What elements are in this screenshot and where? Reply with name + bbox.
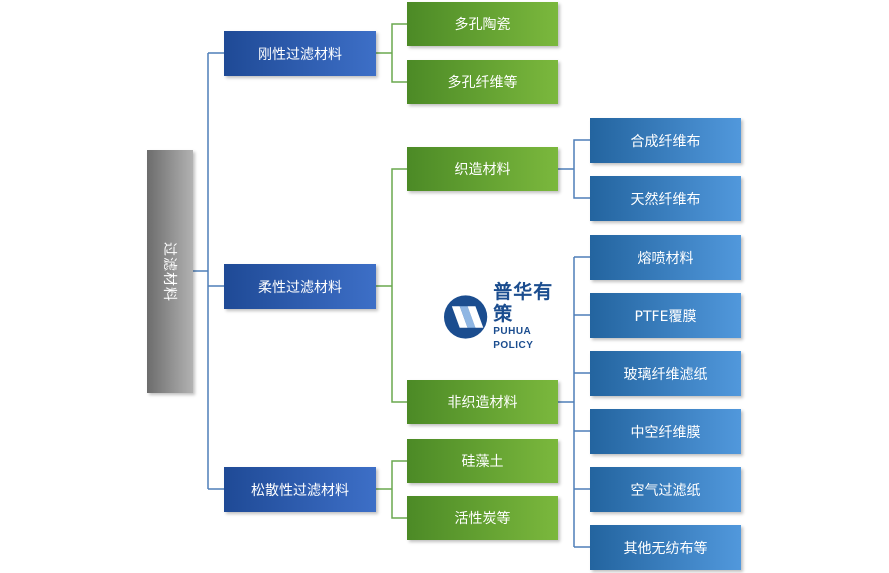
- hollow-fiber-membrane-label: 中空纤维膜: [630, 424, 701, 441]
- nonwoven-material-label: 非织造材料: [447, 395, 518, 411]
- air-filter-paper-node: 空气过滤纸: [590, 467, 741, 512]
- nonwoven-material-node: 非织造材料: [407, 380, 558, 424]
- diatomite-node: 硅藻土: [407, 439, 558, 483]
- glass-fiber-paper-node: 玻璃纤维滤纸: [590, 351, 741, 396]
- loose-filter-label: 松散性过滤材料: [251, 482, 349, 499]
- activated-carbon-node: 活性炭等: [407, 496, 558, 540]
- puhua-policy-logo: 普华有策 PUHUA POLICY: [443, 281, 573, 351]
- synthetic-fiber-cloth-node: 合成纤维布: [590, 118, 741, 163]
- root-label: 过滤材料: [161, 241, 177, 302]
- other-nonwoven-label: 其他无纺布等: [623, 540, 708, 557]
- activated-carbon-label: 活性炭等: [454, 511, 511, 527]
- glass-fiber-paper-label: 玻璃纤维滤纸: [623, 366, 708, 383]
- root-node: 过滤材料: [147, 150, 193, 393]
- woven-material-node: 织造材料: [407, 147, 558, 191]
- other-nonwoven-node: 其他无纺布等: [590, 525, 741, 570]
- porous-fiber-label: 多孔纤维等: [447, 75, 518, 91]
- porous-fiber-node: 多孔纤维等: [407, 60, 558, 104]
- woven-material-label: 织造材料: [454, 162, 511, 178]
- ptfe-membrane-node: PTFE覆膜: [590, 293, 741, 338]
- natural-fiber-cloth-label: 天然纤维布: [630, 191, 701, 208]
- diatomite-label: 硅藻土: [461, 454, 504, 470]
- flexible-filter-node: 柔性过滤材料: [224, 264, 376, 309]
- rigid-filter-node: 刚性过滤材料: [224, 31, 376, 76]
- meltblown-label: 熔喷材料: [637, 250, 694, 267]
- puhua-logo-icon: [443, 295, 488, 339]
- porous-ceramic-node: 多孔陶瓷: [407, 2, 558, 46]
- logo-en-text: PUHUA POLICY: [493, 326, 534, 351]
- logo-cn-text: 普华有策: [493, 281, 554, 325]
- porous-ceramic-label: 多孔陶瓷: [454, 17, 511, 33]
- hollow-fiber-membrane-node: 中空纤维膜: [590, 409, 741, 454]
- loose-filter-node: 松散性过滤材料: [224, 467, 376, 512]
- meltblown-node: 熔喷材料: [590, 235, 741, 280]
- flexible-filter-label: 柔性过滤材料: [258, 279, 342, 296]
- rigid-filter-label: 刚性过滤材料: [258, 46, 342, 63]
- natural-fiber-cloth-node: 天然纤维布: [590, 176, 741, 221]
- ptfe-membrane-label: PTFE覆膜: [634, 308, 697, 325]
- air-filter-paper-label: 空气过滤纸: [630, 482, 701, 499]
- synthetic-fiber-cloth-label: 合成纤维布: [630, 133, 701, 150]
